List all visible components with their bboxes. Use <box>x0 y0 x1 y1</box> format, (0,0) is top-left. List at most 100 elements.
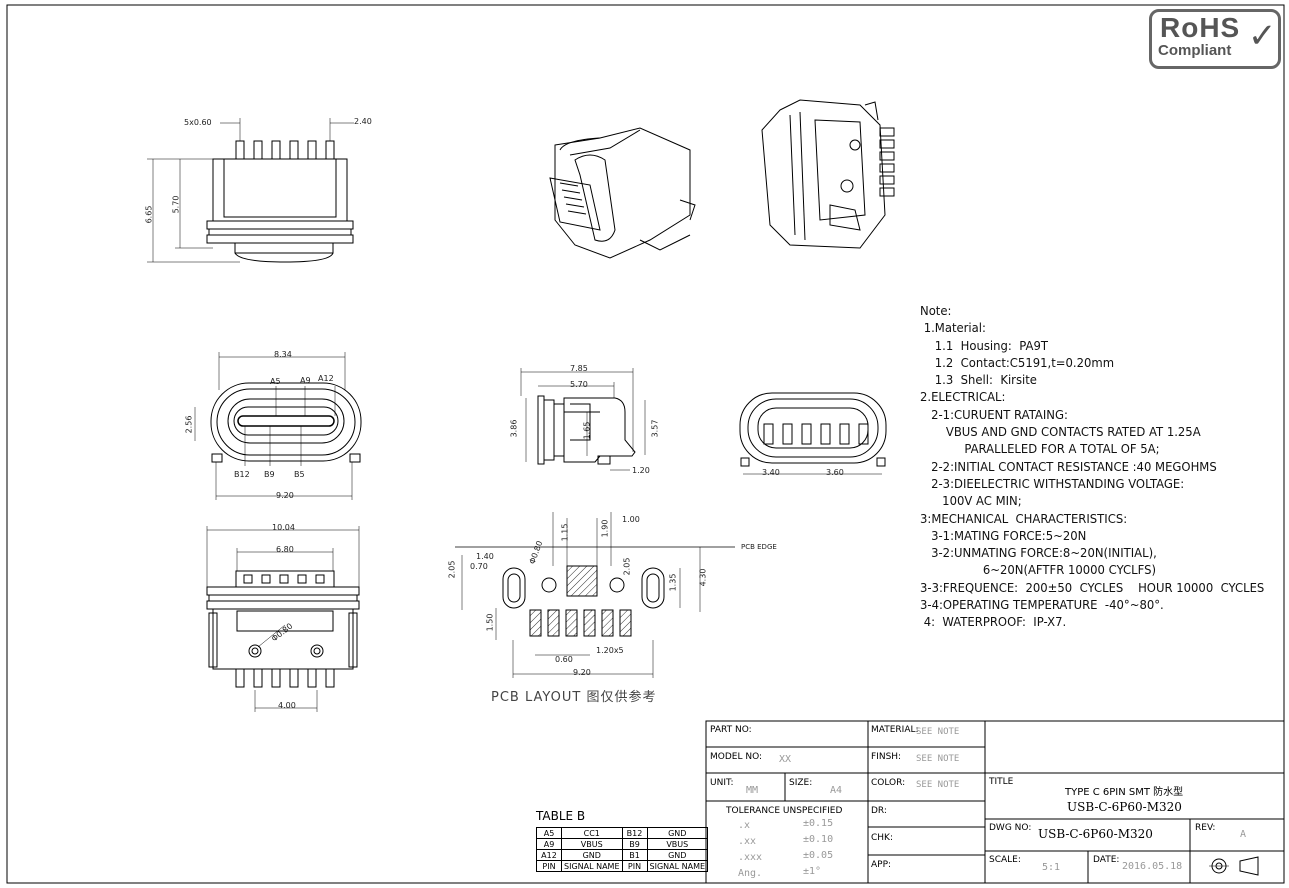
note-line: 3-2:UNMATING FORCE:8~20N(INITIAL), <box>920 545 1157 561</box>
pin-b9-label: B9 <box>264 470 275 479</box>
checkmark-icon: ✓ <box>1248 17 1277 55</box>
iso-view-right <box>761 99 895 249</box>
note-line: 2-3:DIEELECTRIC WITHSTANDING VOLTAGE: <box>920 475 1185 491</box>
dim-pcb-top3: 1.15 <box>560 523 570 542</box>
unit-label: UNIT: <box>710 778 734 788</box>
note-line: 6~20N(AFTFR 10000 CYCLFS) <box>920 562 1157 578</box>
note-line: PARALLELED FOR A TOTAL OF 5A; <box>920 441 1160 457</box>
dim-pcb-top2: 0.70 <box>470 562 488 571</box>
sheet-border <box>6 4 1285 884</box>
title-label: TITLE <box>989 777 1014 787</box>
pcb-layout <box>455 512 735 678</box>
rohs-logo: RoHS Compliant ✓ <box>1149 9 1281 69</box>
pin-a9-label: A9 <box>300 376 311 385</box>
top-view <box>147 118 354 263</box>
date-value: 2016.05.18 <box>1122 861 1183 872</box>
size-label: SIZE: <box>789 778 813 788</box>
note-line: 1.1 Housing: PA9T <box>920 337 1048 353</box>
table-cell: A12 <box>536 849 562 861</box>
date-label: DATE: <box>1093 855 1120 865</box>
scale-value: 5:1 <box>1042 862 1061 873</box>
pcb-edge-label: PCB EDGE <box>741 543 777 551</box>
dim-pcb-mid: 2.05 <box>622 557 632 576</box>
dwg-no-value: USB-C-6P60-M320 <box>1038 827 1153 841</box>
part-no-label: PART NO: <box>710 725 752 735</box>
table-cell: SIGNAL NAME <box>646 860 709 872</box>
dim-height-body: 5.70 <box>171 195 181 214</box>
rev-label: REV: <box>1195 823 1216 833</box>
table-cell: B9 <box>621 838 648 850</box>
notes-block: Note: 1.Material: 1.1 Housing: PA9T 1.2 … <box>920 302 1265 631</box>
iso-view-left <box>549 127 696 259</box>
model-no-label: MODEL NO: <box>710 752 763 762</box>
dim-front-width: 8.34 <box>274 350 292 359</box>
table-cell: A5 <box>536 827 562 839</box>
dim-side-height: 3.86 <box>509 419 519 438</box>
finish-label: FINSH: <box>871 752 902 762</box>
dim-back-left: 3.40 <box>762 468 780 477</box>
table-cell: VBUS <box>561 838 623 850</box>
dim-side-total: 7.85 <box>570 364 588 373</box>
pin-b12-label: B12 <box>234 470 250 479</box>
bottom-view <box>206 526 360 712</box>
pcb-layout-title: PCB LAYOUT 图仅供参考 <box>491 690 657 705</box>
app-label: APP: <box>871 860 892 870</box>
back-view <box>739 392 887 475</box>
top-view-pins <box>235 140 335 160</box>
tolerance-value: ±0.15 <box>803 818 834 829</box>
table-cell: GND <box>646 827 709 839</box>
dim-side-foot: 1.20 <box>632 466 650 475</box>
table-b-title: TABLE B <box>536 809 586 823</box>
pin-b5-label: B5 <box>294 470 305 479</box>
dwg-no-label: DWG NO: <box>989 823 1032 833</box>
dim-pcb-top5: 1.00 <box>622 515 640 524</box>
scale-label: SCALE: <box>989 855 1021 865</box>
note-line: 1.2 Contact:C5191,t=0.20mm <box>920 354 1115 370</box>
title-block <box>705 720 1285 884</box>
pin-a5-label: A5 <box>270 377 281 386</box>
tolerance-key: .xxx <box>738 852 763 863</box>
dim-pcb-bottom2: 9.20 <box>573 668 591 677</box>
rev-value: A <box>1240 829 1247 840</box>
dim-front-height: 2.56 <box>184 415 194 434</box>
table-cell: B12 <box>621 827 648 839</box>
dim-front-total: 9.20 <box>276 491 294 500</box>
note-line: 2-1:CURUENT RATAING: <box>920 406 1068 422</box>
note-line: 100V AC MIN; <box>920 493 1022 509</box>
dim-pcb-top4: 1.90 <box>600 519 610 538</box>
title-line2: USB-C-6P60-M320 <box>1067 800 1182 814</box>
dr-label: DR: <box>871 806 887 816</box>
dim-pcb-left: 2.05 <box>447 560 457 579</box>
tolerance-value: ±1° <box>803 866 822 877</box>
dim-side-body: 5.70 <box>570 380 588 389</box>
color-value: SEE NOTE <box>916 780 960 790</box>
table-cell: PIN <box>621 860 648 872</box>
dim-height-total: 6.65 <box>144 205 154 224</box>
material-label: MATERIAL: <box>871 725 919 735</box>
table-cell: VBUS <box>646 838 709 850</box>
dim-top-pitch: 5x0.60 <box>184 118 212 127</box>
table-cell: PIN <box>536 860 562 872</box>
note-line: VBUS AND GND CONTACTS RATED AT 1.25A <box>920 424 1201 440</box>
finish-value: SEE NOTE <box>916 754 960 764</box>
note-line: 2-2:INITIAL CONTACT RESISTANCE :40 MEGOH… <box>920 458 1217 474</box>
note-line: 1.Material: <box>920 320 986 336</box>
title-line1: TYPE C 6PIN SMT 防水型 <box>1065 787 1184 798</box>
tolerance-key: Ang. <box>738 868 763 879</box>
material-value: SEE NOTE <box>916 727 960 737</box>
table-cell: CC1 <box>561 827 623 839</box>
note-line: 3-3:FREQUENCE: 200±50 CYCLES HOUR 10000 … <box>920 579 1265 595</box>
pin-a12-label: A12 <box>318 374 334 383</box>
dim-pcb-right1: 1.35 <box>668 573 678 592</box>
dim-top-span: 2.40 <box>354 117 372 126</box>
table-cell: GND <box>561 849 623 861</box>
dim-back-right: 3.60 <box>826 468 844 477</box>
note-line: 3-1:MATING FORCE:5~20N <box>920 527 1087 543</box>
chk-label: CHK: <box>871 833 893 843</box>
